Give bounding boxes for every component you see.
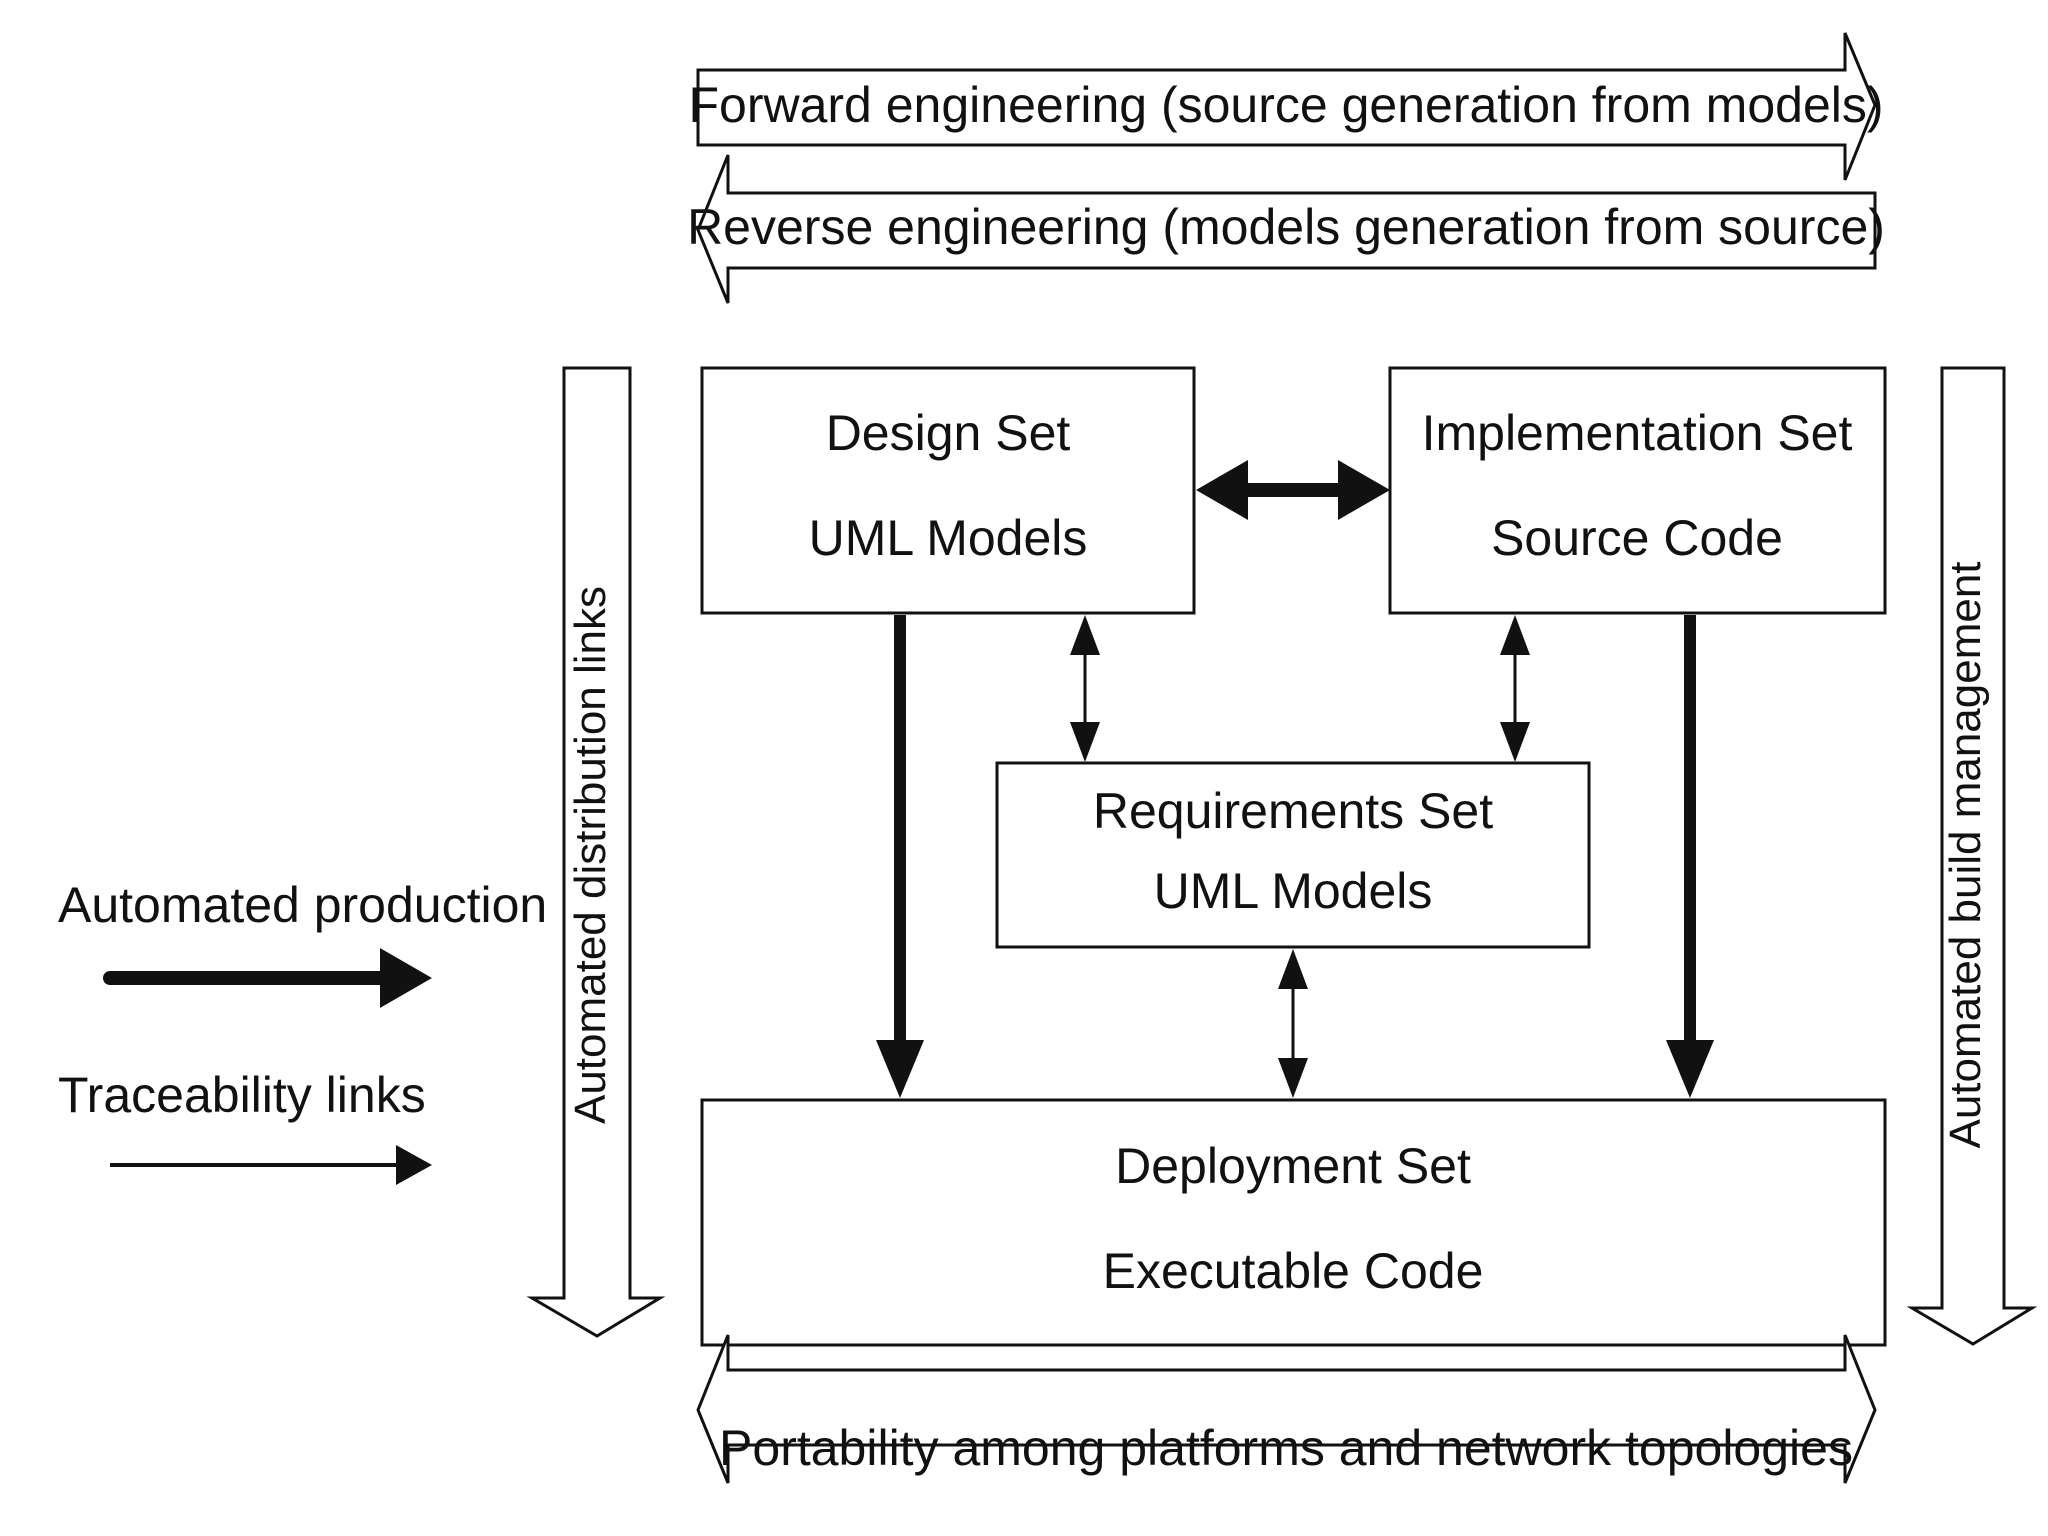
requirements-deployment-trace-arrow [1278, 949, 1308, 1098]
implementation-set-box: Implementation Set Source Code [1388, 366, 1887, 615]
reverse-engineering-label: Reverse engineering (models generation f… [687, 199, 1885, 255]
forward-engineering-label: Forward engineering (source generation f… [688, 77, 1883, 133]
legend-traceability-links-label: Traceability links [58, 1067, 426, 1123]
legend-thin-arrow-icon [110, 1145, 432, 1185]
legend-automated-production-label: Automated production [58, 877, 547, 933]
design-set-title: Design Set [826, 405, 1071, 461]
deployment-set-title: Deployment Set [1115, 1138, 1471, 1194]
implementation-to-deployment-arrow [1666, 615, 1714, 1098]
design-set-subtitle: UML Models [809, 510, 1088, 566]
forward-engineering-banner: Forward engineering (source generation f… [688, 32, 1884, 181]
design-set-box: Design Set UML Models [700, 366, 1196, 615]
implementation-set-title: Implementation Set [1422, 405, 1853, 461]
design-requirements-trace-arrow [1070, 615, 1100, 762]
automated-distribution-arrow: Automated distribution links [526, 366, 666, 1338]
reverse-engineering-banner: Reverse engineering (models generation f… [687, 154, 1885, 304]
deployment-set-box: Deployment Set Executable Code [700, 1098, 1887, 1347]
portability-banner: Portability among platforms and network … [696, 1334, 1877, 1484]
portability-arrow-outline [696, 1334, 1877, 1484]
legend: Automated production Traceability links [58, 877, 547, 1185]
design-implementation-double-arrow [1196, 460, 1390, 520]
automated-build-arrow: Automated build management [1906, 366, 2038, 1346]
implementation-requirements-trace-arrow [1500, 615, 1530, 762]
legend-thick-arrow-icon [103, 948, 432, 1008]
requirements-set-subtitle: UML Models [1154, 863, 1433, 919]
automated-build-label: Automated build management [1941, 561, 1990, 1148]
portability-label: Portability among platforms and network … [719, 1420, 1853, 1476]
implementation-set-subtitle: Source Code [1491, 510, 1783, 566]
forward-arrow-outline [696, 32, 1877, 181]
distribution-arrow-outline [526, 366, 666, 1338]
automated-distribution-label: Automated distribution links [566, 586, 615, 1124]
design-to-deployment-arrow [876, 615, 924, 1098]
deployment-set-subtitle: Executable Code [1103, 1243, 1484, 1299]
requirements-set-box: Requirements Set UML Models [995, 761, 1591, 949]
requirements-set-title: Requirements Set [1093, 783, 1493, 839]
build-arrow-outline [1906, 366, 2038, 1346]
